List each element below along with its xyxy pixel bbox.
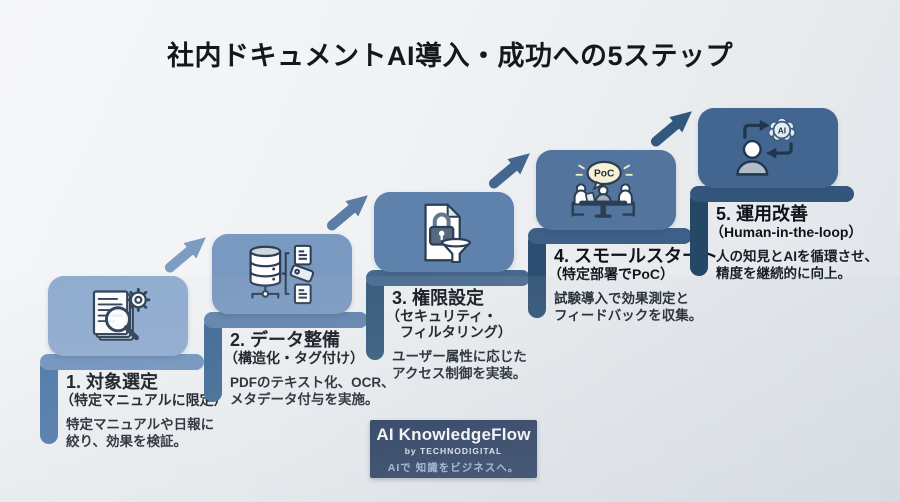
step-3-description: ユーザー属性に応じた アクセス制御を実装。 <box>392 349 527 381</box>
step-3-tread <box>366 270 530 286</box>
step-3-riser <box>366 274 384 360</box>
database-tagging-icon <box>249 244 315 304</box>
step-5-icon-box: AI <box>698 108 838 188</box>
step-1-title: 1. 対象選定 <box>66 372 159 392</box>
step-3-subtitle: （セキュリティ・ フィルタリング） <box>386 308 512 340</box>
step-4-subtitle: （特定部署でPoC） <box>548 266 674 282</box>
step-1-description: 特定マニュアルや日報に 絞り、効果を検証。 <box>66 417 215 449</box>
step-5-title: 5. 運用改善 <box>716 204 809 224</box>
step-4-description: 試験導入で効果測定と フィードバックを収集。 <box>554 291 703 323</box>
documents-search-gear-icon <box>92 287 151 341</box>
step-3-title: 3. 権限設定 <box>392 288 485 308</box>
step-2-title: 2. データ整備 <box>230 330 341 350</box>
step-1-riser <box>40 358 58 444</box>
poc-meeting-icon: PoC <box>571 160 635 218</box>
brand-byline: by TECHNODIGITAL <box>404 446 503 456</box>
brand-badge: AI KnowledgeFlow by TECHNODIGITAL AIで 知識… <box>370 420 537 478</box>
poc-bubble-label: PoC <box>594 168 615 179</box>
brand-tagline: AIで 知識をビジネスへ。 <box>387 462 520 474</box>
step-1-tread <box>40 354 204 370</box>
step-2-riser <box>204 316 222 402</box>
ai-brain-label: AI <box>778 125 786 135</box>
step-1-icon-box <box>48 276 188 356</box>
step-5-tread <box>690 186 854 202</box>
step-2-description: PDFのテキスト化、OCR、 メタデータ付与を実施。 <box>230 375 395 407</box>
brand-name: AI KnowledgeFlow <box>376 425 531 444</box>
step-4: PoC 4. スモールスタート （特定部署でPoC） 試験導入で効果測定と フィ… <box>528 150 760 382</box>
step-4-icon-box: PoC <box>536 150 676 230</box>
step-3: 3. 権限設定 （セキュリティ・ フィルタリング） ユーザー属性に応じた アクセ… <box>366 192 598 424</box>
step-4-riser <box>528 232 546 318</box>
step-3-to-4-arrow-icon <box>484 146 537 195</box>
step-1-to-2-arrow-icon <box>160 230 213 279</box>
step-2-to-3-arrow-icon <box>322 188 375 237</box>
step-3-icon-box <box>374 192 514 272</box>
step-4-tread <box>528 228 692 244</box>
step-2-subtitle: （構造化・タグ付け） <box>224 350 364 366</box>
document-lock-filter-icon <box>424 203 471 263</box>
step-5: AI 5. 運用改善 （Human-in-the-loop） 人の知見とAIを循… <box>690 108 900 340</box>
step-2-tread <box>204 312 368 328</box>
step-5-riser <box>690 190 708 276</box>
step-4-title: 4. スモールスタート <box>554 246 719 266</box>
human-ai-loop-icon: AI <box>736 117 797 176</box>
step-2-icon-box <box>212 234 352 314</box>
step-1-subtitle: （特定マニュアルに限定） <box>60 392 228 408</box>
page-title: 社内ドキュメントAI導入・成功への5ステップ <box>166 41 733 71</box>
step-5-subtitle: （Human-in-the-loop） <box>710 224 863 240</box>
step-1: 1. 対象選定 （特定マニュアルに限定） 特定マニュアルや日報に 絞り、効果を検… <box>40 276 272 502</box>
step-5-description: 人の知見とAIを循環させ、 精度を継続的に向上。 <box>716 249 878 281</box>
step-2: 2. データ整備 （構造化・タグ付け） PDFのテキスト化、OCR、 メタデータ… <box>204 234 436 466</box>
step-4-to-5-arrow-icon <box>646 104 699 153</box>
